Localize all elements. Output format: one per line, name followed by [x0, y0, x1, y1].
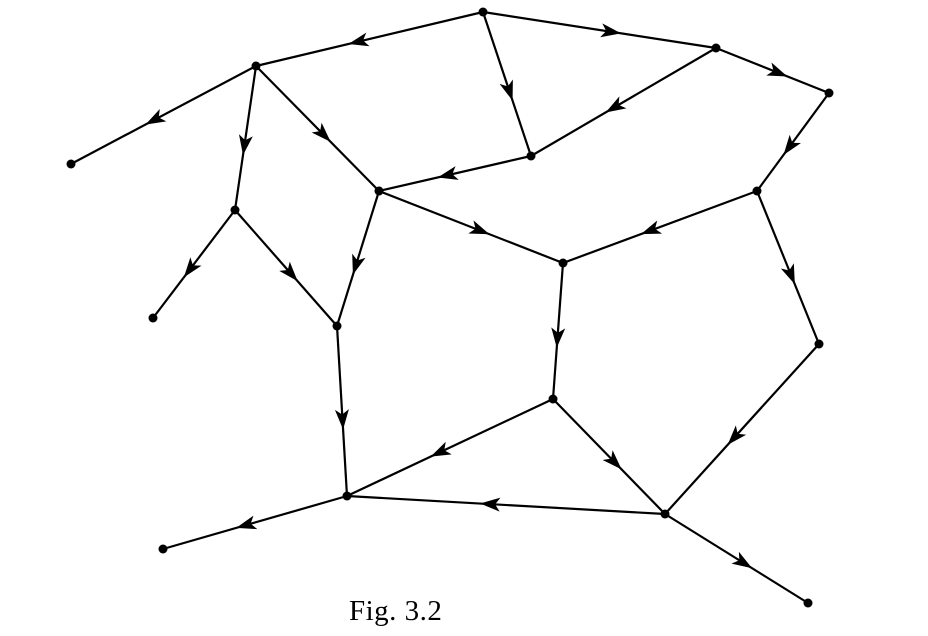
arrowhead-icon	[279, 261, 298, 282]
edge-line	[335, 325, 349, 497]
graph-node	[342, 491, 352, 501]
edge-line	[233, 65, 258, 211]
arrowhead-icon	[499, 79, 513, 101]
edge-line	[346, 398, 554, 497]
graph-node	[526, 151, 536, 161]
edge-line	[664, 513, 809, 604]
arrowhead-icon	[600, 23, 622, 38]
arrowhead-icon	[605, 96, 627, 113]
graph-node	[711, 43, 721, 53]
edge-line	[255, 65, 380, 192]
edge-line	[562, 189, 758, 265]
graph-node	[814, 339, 824, 349]
arrowhead-icon	[480, 497, 501, 512]
arrowhead-icon	[145, 109, 167, 125]
graph-node	[752, 186, 762, 196]
edge-line	[70, 65, 257, 165]
arrowhead-icon	[551, 327, 566, 348]
figure-caption: Fig. 3.2	[349, 595, 443, 627]
graph-node	[251, 61, 261, 71]
arrowhead-icon	[238, 134, 253, 156]
arrowhead-icon	[348, 32, 370, 47]
graph-node	[374, 186, 384, 196]
arrowhead-icon	[727, 425, 747, 445]
graph-node	[558, 258, 568, 268]
graph-node	[158, 544, 168, 554]
edge-line	[664, 343, 820, 515]
edge-line	[756, 92, 830, 192]
arrowhead-icon	[437, 166, 459, 180]
edge-line	[335, 190, 381, 327]
arrowhead-icon	[430, 441, 452, 457]
arrowhead-icon	[311, 122, 331, 142]
arrowhead-icon	[352, 253, 366, 275]
edge-line	[551, 262, 565, 400]
graph-nodes	[66, 7, 834, 608]
edge-line	[378, 189, 564, 265]
arrowhead-icon	[236, 515, 258, 530]
graph-node	[66, 159, 76, 169]
arrowhead-icon	[780, 263, 795, 285]
arrowhead-icon	[334, 409, 349, 430]
graph-node	[478, 7, 488, 17]
graph-node	[824, 88, 834, 98]
edge-line	[255, 10, 484, 68]
graph-edges	[70, 10, 830, 604]
graph-node	[332, 321, 342, 331]
edge-line	[162, 494, 348, 551]
edge-line	[481, 11, 533, 157]
edge-line	[378, 154, 532, 193]
arrowhead-icon	[640, 220, 663, 235]
graph-node	[148, 313, 158, 323]
edge-line	[346, 494, 666, 516]
edge-line	[530, 47, 717, 157]
edge-line	[482, 10, 717, 50]
edge-line	[234, 209, 338, 327]
graph-node	[660, 509, 670, 519]
arrowhead-icon	[183, 257, 202, 278]
edge-line	[152, 209, 236, 319]
arrowhead-icon	[783, 134, 801, 155]
arrowhead-icon	[468, 220, 490, 235]
edge-line	[715, 46, 830, 95]
graph-node	[803, 598, 813, 608]
graph-node	[230, 205, 240, 215]
edge-line	[552, 398, 666, 515]
graph-node	[548, 394, 558, 404]
arrowhead-icon	[731, 551, 753, 569]
arrowhead-icon	[602, 450, 622, 470]
edge-line	[755, 190, 821, 345]
arrowhead-icon	[766, 62, 788, 77]
